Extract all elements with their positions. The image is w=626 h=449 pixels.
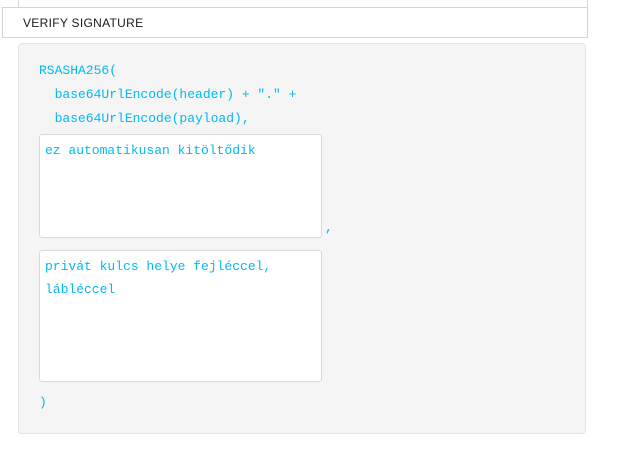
signature-payload-arg-line: base64UrlEncode(payload),	[39, 111, 250, 126]
previous-panel-bottom-edge	[18, 0, 588, 7]
signature-code-block: RSASHA256( base64UrlEncode(header) + "."…	[39, 59, 296, 131]
args-separator-comma: ,	[325, 220, 333, 235]
private-key-textarea[interactable]: privát kulcs helye fejléccel, lábléccel	[39, 250, 322, 382]
signature-algorithm-line: RSASHA256(	[39, 63, 118, 78]
signature-panel: RSASHA256( base64UrlEncode(header) + "."…	[18, 43, 586, 434]
signature-close-paren: )	[39, 395, 47, 410]
public-key-textarea[interactable]: ez automatikusan kitöltődik	[39, 134, 322, 238]
verify-signature-header: VERIFY SIGNATURE	[2, 7, 588, 38]
verify-signature-title: VERIFY SIGNATURE	[23, 15, 144, 30]
signature-header-arg-line: base64UrlEncode(header) + "." +	[39, 87, 297, 102]
